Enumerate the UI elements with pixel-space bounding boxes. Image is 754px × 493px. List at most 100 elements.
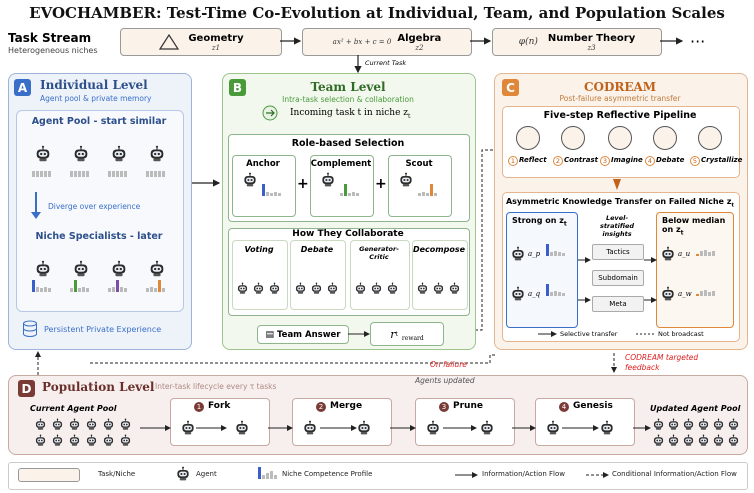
agent-icon <box>728 418 739 431</box>
profile-bar <box>120 287 123 292</box>
agent-icon <box>243 172 257 187</box>
task-niche: z2 <box>415 43 424 52</box>
profile-bar <box>546 244 549 256</box>
profile-bar <box>154 171 157 177</box>
profile-bar <box>124 171 127 177</box>
agent-icon <box>417 282 428 295</box>
task-niche: z3 <box>587 43 596 52</box>
profile-bar <box>562 293 565 296</box>
agent-icon <box>311 282 322 295</box>
role-scout-label: Scout <box>405 159 433 169</box>
agent-icon <box>661 246 675 261</box>
profile-bar <box>86 171 89 177</box>
agent-icon <box>511 286 525 301</box>
agent-icon <box>35 434 46 447</box>
competence-profile <box>146 165 165 177</box>
agent-icon <box>69 434 80 447</box>
step-number: 2 <box>553 156 563 166</box>
current-task-label: Current Task <box>365 59 407 67</box>
strong-label: Strong on zt <box>512 216 567 228</box>
agent-icon <box>181 420 195 435</box>
role-anchor-label: Anchor <box>246 159 280 169</box>
memory-label: Persistent Private Experience <box>44 325 162 334</box>
profile-bar <box>120 171 123 177</box>
team-answer-box: ▤Team Answer <box>257 325 349 344</box>
task-geometry: Geometry z1 <box>120 28 282 56</box>
strong-sub: t <box>563 220 567 228</box>
step-number: 1 <box>508 156 518 166</box>
strong-text: Strong on z <box>512 216 564 225</box>
step-debate-icon <box>653 126 677 150</box>
competence-profile <box>32 165 51 177</box>
badge-c: C <box>502 79 519 96</box>
task-algebra: ax² + bx + c = 0 Algebra z2 <box>302 28 472 56</box>
panel-d-subtitle: Inter-task lifecycle every τ tasks <box>155 382 277 391</box>
agent-icon <box>120 418 131 431</box>
agent-icon <box>327 282 338 295</box>
profile-bar <box>426 193 429 196</box>
profile-bar <box>704 250 707 256</box>
lifecycle-step-number: 3 <box>439 402 449 412</box>
reward-symbol: r <box>390 327 396 341</box>
agent-icon <box>355 282 366 295</box>
agent-pool-box <box>16 110 184 312</box>
profile-bar <box>554 251 557 256</box>
profile-bar <box>112 171 115 177</box>
task-name: Geometry <box>188 32 244 44</box>
database-icon <box>23 320 37 337</box>
diverge-label: Diverge over experience <box>48 202 141 211</box>
profile-bar <box>86 288 89 292</box>
competence-profile <box>70 280 89 292</box>
strong-agents-box <box>506 212 578 328</box>
agent-icon <box>653 434 664 447</box>
competence-profile <box>146 280 165 292</box>
profile-bar <box>116 171 119 177</box>
agent-icon <box>103 418 114 431</box>
profile-bar <box>696 294 699 296</box>
role-complement <box>310 155 374 217</box>
profile-bar <box>708 252 711 256</box>
profile-bar <box>44 287 47 292</box>
agent-icon <box>120 434 131 447</box>
agent-icon <box>86 434 97 447</box>
collab-mode-label: Debate <box>300 245 334 254</box>
profile-bar <box>70 171 73 177</box>
collab-mode-label: Voting <box>244 245 274 254</box>
panel-b-subtitle: Intra-task selection & collaboration <box>282 95 414 104</box>
codream-feedback-label: CODREAM targeted feedback <box>625 353 699 372</box>
step-imagine-icon <box>608 126 632 150</box>
agent-icon <box>150 145 164 162</box>
agent-icon <box>449 282 460 295</box>
agent-icon <box>235 420 249 435</box>
lifecycle-step-number: 2 <box>316 402 326 412</box>
arrow-right-icon <box>348 331 370 337</box>
competence-profile <box>546 244 565 256</box>
profile-bar <box>32 280 35 292</box>
agent-icon <box>74 260 88 277</box>
agent-label: a_p <box>528 250 541 258</box>
agent-icon <box>357 420 371 435</box>
reward-label: reward <box>401 334 424 342</box>
profile-bar <box>124 288 127 292</box>
profile-bar <box>112 287 115 292</box>
competence-profile <box>418 184 437 196</box>
profile-bar <box>78 288 81 292</box>
profile-bar <box>562 253 565 256</box>
agent-icon <box>698 418 709 431</box>
task-number-theory: φ(n) Number Theory z3 <box>492 28 662 56</box>
competence-profile <box>262 184 281 196</box>
competence-profile <box>340 184 359 196</box>
below-median-box <box>656 212 734 328</box>
incoming-text: Incoming task t in niche z <box>290 108 409 118</box>
agent-label: a_q <box>528 290 541 298</box>
agent-icon <box>698 434 709 447</box>
competence-profile <box>108 280 127 292</box>
profile-bar <box>146 171 149 177</box>
agent-icon <box>600 420 614 435</box>
profile-bar <box>266 192 269 196</box>
niche-specialists-title: Niche Specialists - later <box>35 231 163 242</box>
step-name: Reflect <box>519 156 547 164</box>
lifecycle-fork <box>170 398 270 446</box>
profile-bar <box>700 251 703 256</box>
agent-icon <box>295 282 306 295</box>
